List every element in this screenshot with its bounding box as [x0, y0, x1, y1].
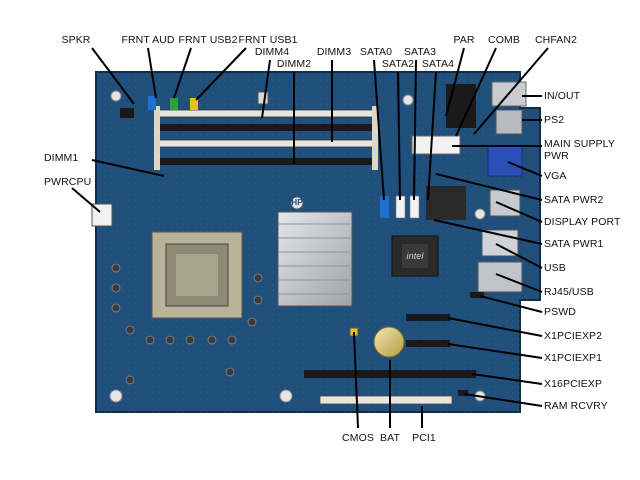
ram-recovery-jumper: [458, 390, 468, 396]
label-cmos: CMOS: [342, 432, 374, 444]
label-sata-pwr2: SATA PWR2: [544, 194, 604, 206]
label-chfan2: CHFAN2: [534, 34, 578, 46]
capacitors: [111, 263, 263, 385]
pswd-jumper: [470, 292, 484, 298]
label-ram-rcvry: RAM RCVRY: [544, 400, 608, 412]
cmos-battery: [373, 326, 405, 358]
label-ps2: PS2: [544, 114, 565, 126]
label-comb: COMB: [488, 34, 520, 46]
label-display-port: DISPLAY PORT: [544, 216, 621, 228]
screw-holes: [109, 90, 486, 403]
label-frnt-usb2: FRNT USB2: [178, 34, 238, 46]
label-vga: VGA: [544, 170, 567, 182]
southbridge-chip: [391, 235, 439, 277]
label-sata4: SATA4: [421, 58, 455, 70]
label-rj45-usb: RJ45/USB: [544, 286, 594, 298]
pci-slot: [319, 395, 453, 405]
label-dimm1: DIMM1: [44, 152, 79, 164]
chip-logo-text: intel: [406, 251, 424, 261]
label-par: PAR: [453, 34, 475, 46]
dimm-slots: [154, 106, 378, 170]
label-pci1: PCI1: [412, 432, 436, 444]
label-x1pciexp1: X1PCIEXP1: [544, 352, 603, 364]
label-sata-pwr1: SATA PWR1: [544, 238, 604, 250]
label-sata3: SATA3: [403, 46, 437, 58]
label-pswd: PSWD: [544, 306, 576, 318]
label-x1pciexp2: X1PCIEXP2: [544, 330, 603, 342]
label-dimm3: DIMM3: [316, 46, 352, 58]
leader-lines: [71, 47, 549, 429]
pcie-x1-slots: [406, 314, 450, 347]
label-pwrcpu: PWRCPU: [44, 176, 92, 188]
cpu-socket: [151, 231, 243, 319]
label-frnt-aud: FRNT AUD: [121, 34, 175, 46]
label-frnt-usb1: FRNT USB1: [238, 34, 298, 46]
label-in-out: IN/OUT: [544, 90, 581, 102]
label-x16pciexp: X16PCIEXP: [544, 378, 603, 390]
label-main-supply-pwr: PWR: [544, 150, 569, 162]
label-dimm4: DIMM4: [254, 46, 290, 58]
label-sata0: SATA0: [359, 46, 393, 58]
heatsink: [277, 196, 353, 307]
rear-io-stack: [477, 81, 527, 293]
label-sata2: SATA2: [381, 58, 415, 70]
board-silk-hp: HP: [291, 198, 303, 207]
label-bat: BAT: [380, 432, 400, 444]
label-main-supply: MAIN SUPPLY: [544, 138, 615, 150]
label-dimm2: DIMM2: [276, 58, 312, 70]
label-usb: USB: [544, 262, 566, 274]
label-spkr: SPKR: [61, 34, 91, 46]
